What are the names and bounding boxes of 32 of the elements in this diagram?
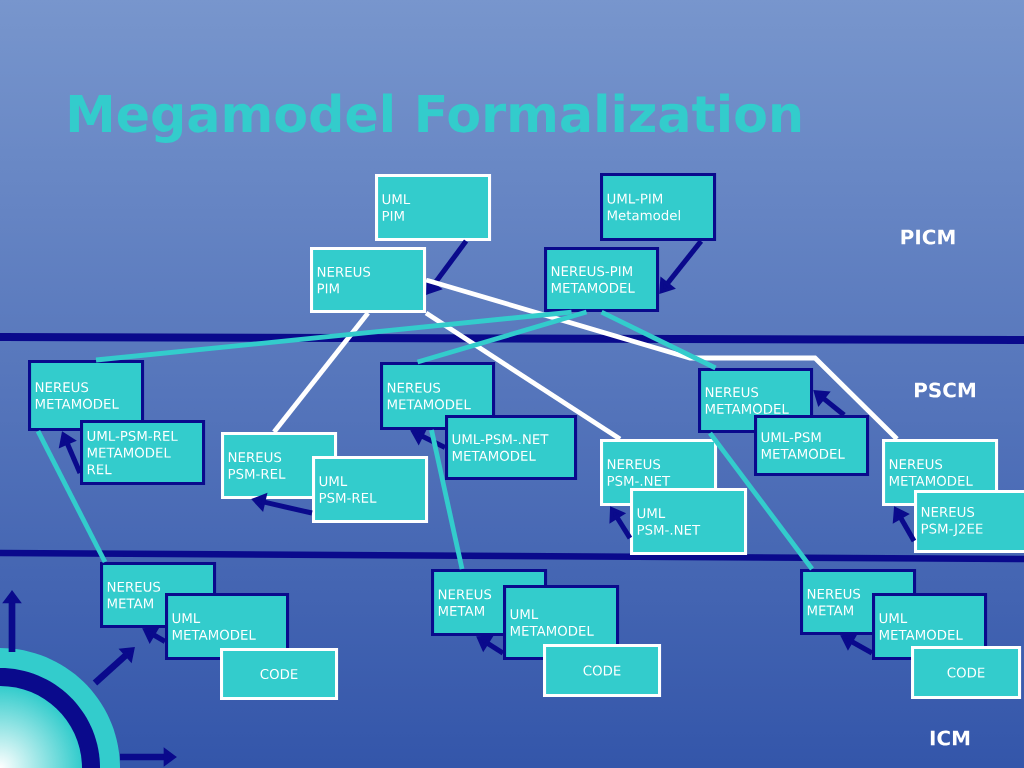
level-label: PSCM — [915, 382, 975, 398]
connector-line — [429, 429, 465, 570]
text-box: UML-PIM Metamodel — [600, 173, 717, 242]
connector-line — [708, 431, 814, 571]
arrow — [813, 390, 846, 417]
level-label: PICM — [901, 229, 955, 245]
text-box: UML METAMODEL — [165, 593, 290, 661]
text-box: UML-PSM-REL METAMODEL REL — [80, 420, 206, 486]
text-box: UML-PSM-.NET METAMODEL — [445, 415, 578, 481]
connector-line — [600, 309, 717, 371]
text-box: CODE — [543, 644, 662, 698]
text-box: UML PSM-.NET — [630, 488, 748, 556]
text-box: UML PSM-REL — [312, 456, 429, 524]
text-box: NEREUS PIM — [310, 247, 427, 314]
connector-line — [95, 309, 572, 363]
arrow — [426, 239, 469, 295]
text-box: NEREUS-PIM METAMODEL — [544, 247, 660, 313]
text-box: CODE — [220, 648, 339, 701]
text-box: NEREUS METAMODEL — [380, 362, 496, 431]
text-box: UML-PSM METAMODEL — [754, 415, 870, 477]
connector-line — [425, 277, 899, 441]
level-label: ICM — [930, 730, 970, 746]
text-box: CODE — [911, 646, 1022, 700]
connector-line — [416, 309, 588, 365]
text-box: NEREUS METAMODEL — [28, 360, 145, 432]
arrow — [659, 239, 704, 294]
connector-line — [272, 311, 370, 434]
title: Megamodel Formalization — [69, 93, 801, 143]
text-box: UML PIM — [375, 174, 492, 242]
connector-line — [424, 311, 622, 442]
connector-line — [35, 429, 108, 564]
text-box: NEREUS PSM-J2EE — [914, 490, 1024, 554]
